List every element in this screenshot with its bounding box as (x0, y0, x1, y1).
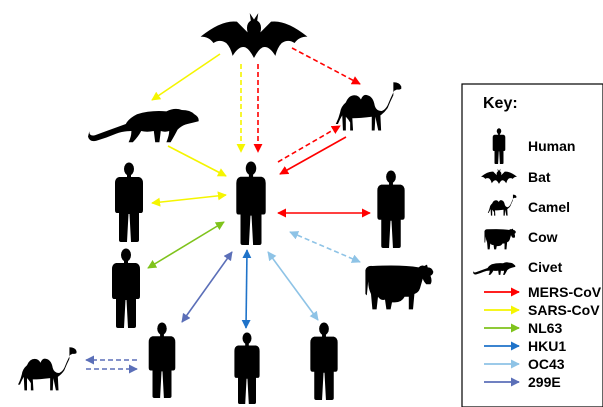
key-label-sars: SARS-CoV (528, 302, 600, 318)
camel-icon (335, 82, 402, 131)
bat-icon (200, 13, 308, 58)
mers-arrow-camel-to-human (279, 136, 347, 175)
key-legend: Key: Human Bat Camel Cow Civet MERS-CoV … (461, 83, 603, 407)
human-icon (148, 322, 176, 398)
oc43-arrow-human-to-cow (289, 231, 361, 263)
key-label-cow: Cow (528, 229, 558, 245)
299e-arrow-human-human (181, 251, 233, 323)
key-label-nl63: NL63 (528, 320, 562, 336)
key-label-civet: Civet (528, 259, 563, 275)
human-icon (115, 162, 143, 242)
human-icon (310, 322, 338, 400)
key-title: Key: (483, 95, 518, 112)
civet-icon (88, 108, 199, 143)
mers-arrow-human-to-camel (277, 125, 341, 163)
oc43-arrow-human-human (267, 251, 319, 321)
sars-arrow-civet-to-human (167, 145, 227, 177)
mers-arrow-bat-to-camel (291, 47, 361, 85)
human-icon (234, 332, 260, 404)
key-label-299e: 299E (528, 374, 561, 390)
human-icon (377, 170, 405, 248)
key-label-camel: Camel (528, 199, 570, 215)
cow-icon (365, 264, 434, 310)
hku1-arrow-human-human (241, 249, 252, 329)
key-label-mers: MERS-CoV (528, 284, 602, 300)
nl63-arrow-human-human (147, 221, 225, 269)
sars-arrow-bat-to-civet (151, 53, 221, 101)
camel-icon (18, 347, 77, 391)
key-label-bat: Bat (528, 169, 551, 185)
key-label-hku1: HKU1 (528, 338, 566, 354)
human-icon (112, 248, 140, 328)
human-icon (236, 161, 266, 245)
sars-arrow-human-human (151, 191, 227, 207)
key-label-oc43: OC43 (528, 356, 565, 372)
key-label-human: Human (528, 138, 575, 154)
